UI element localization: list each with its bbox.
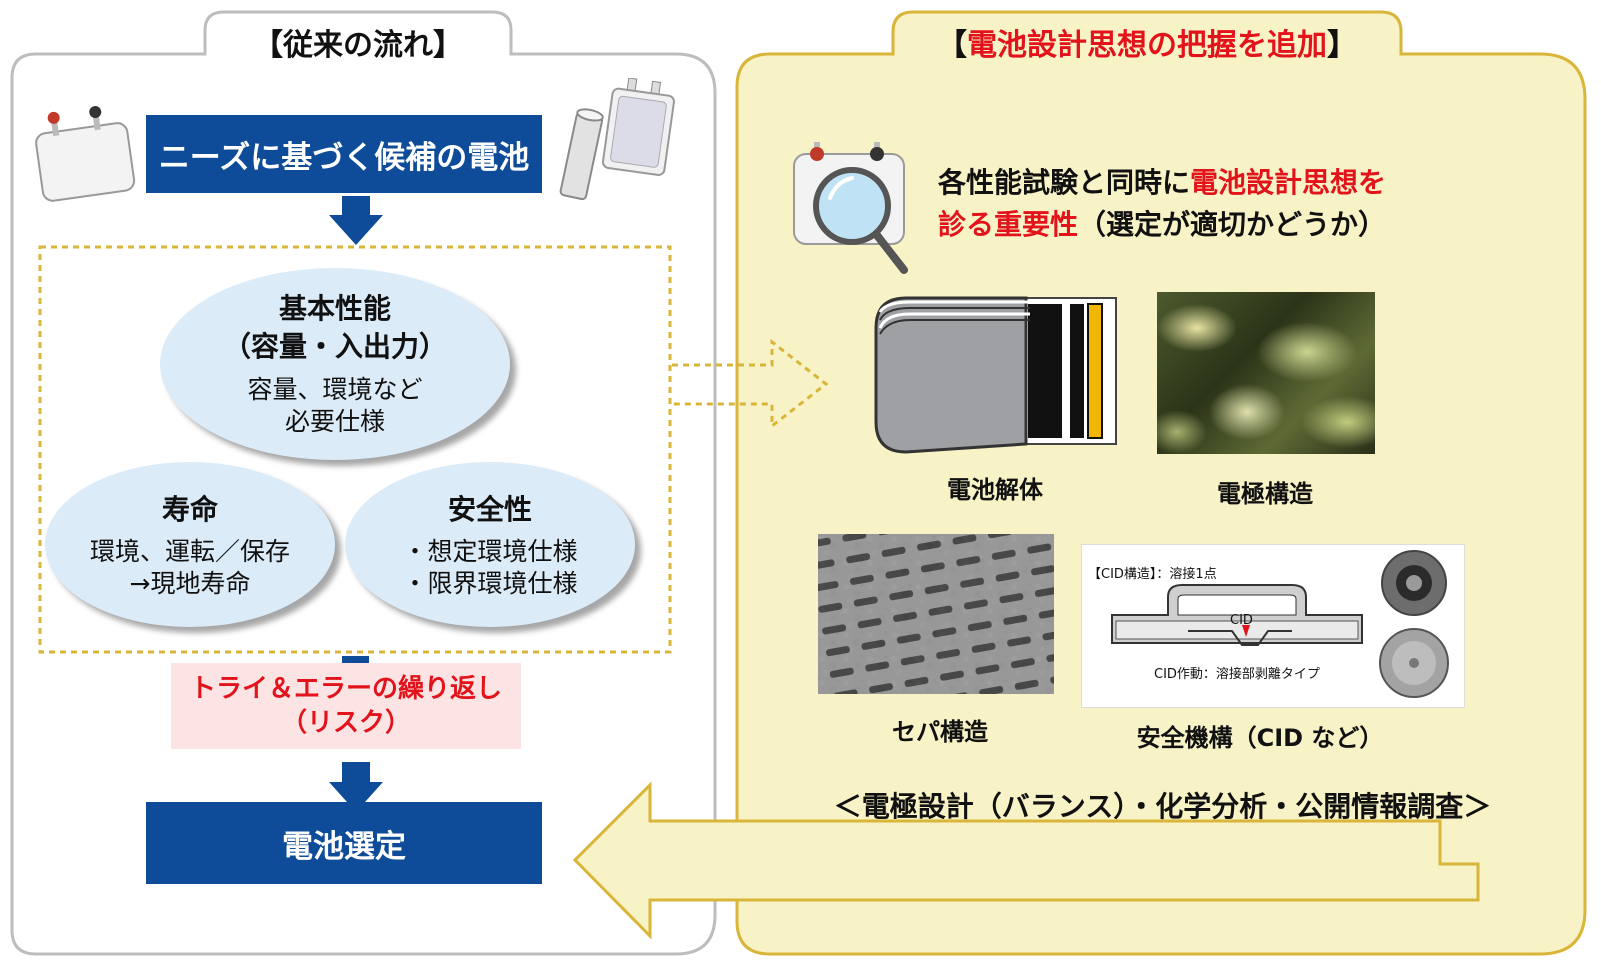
pouch-cell-icon: [602, 78, 675, 176]
right-title-open: 【: [937, 28, 967, 63]
caption-separator: セパ構造: [892, 718, 988, 746]
cid-action: CID作動：溶接部剥離タイプ: [1154, 667, 1320, 682]
intro-2b: （選定が適切かどうか）: [1078, 208, 1387, 241]
right-title-close: 】: [1327, 28, 1357, 63]
battery-selection-box: 電池選定: [146, 802, 542, 884]
basic-desc-2: 必要仕様: [284, 407, 385, 436]
trial-line-1: トライ＆エラーの繰り返し: [189, 674, 502, 704]
analysis-footer: ＜電極設計（バランス）・化学分析・公開情報調査＞: [833, 790, 1492, 823]
trial-error-box: トライ＆エラーの繰り返し （リスク）: [171, 663, 521, 749]
battery-disassembly-image: [874, 296, 1117, 454]
dotted-flow-arrow: [672, 338, 829, 430]
return-arrow: [572, 781, 1480, 940]
down-arrow-3: [329, 762, 383, 812]
battery-magnifier-icon: [793, 142, 908, 274]
life-desc-1: 環境、運転／保存: [89, 536, 290, 566]
intro-text: 各性能試験と同時に電池設計思想を 診る重要性（選定が適切かどうか）: [938, 162, 1538, 246]
life-title: 寿命: [161, 492, 218, 526]
life-desc-2: →現地寿命: [129, 568, 251, 598]
cylindrical-cell-icon: [559, 108, 604, 201]
down-arrow-1: [329, 196, 383, 245]
right-panel-title: 【電池設計思想の把握を追加】: [893, 22, 1401, 63]
intro-2a: 診る重要性: [938, 208, 1079, 241]
safety-desc-1: ・想定環境仕様: [402, 536, 578, 566]
safety-desc-2: ・限界環境仕様: [402, 568, 578, 598]
candidate-battery-box: ニーズに基づく候補の電池: [146, 115, 542, 193]
basic-desc-1: 容量、環境など: [247, 375, 423, 404]
trial-line-2: （リスク）: [280, 708, 411, 738]
caption-disassembly: 電池解体: [947, 476, 1043, 504]
electrode-structure-image: [1157, 292, 1375, 454]
life-ellipse: 寿命 環境、運転／保存 →現地寿命: [45, 462, 335, 627]
battery-pack-icon: [35, 106, 136, 202]
intro-1b: 電池設計思想を: [1190, 166, 1387, 199]
cid-label: CID: [1230, 613, 1253, 628]
left-panel-title: 【従来の流れ】: [253, 28, 463, 63]
right-panel-frame: [735, 10, 1587, 956]
cid-structure-image: 【CID構造】：溶接1点 CID CID作動：溶接部剥離タイプ: [1081, 544, 1465, 708]
safety-title: 安全性: [447, 492, 532, 526]
safety-ellipse: 安全性 ・想定環境仕様 ・限界環境仕様: [345, 462, 635, 627]
intro-1a: 各性能試験と同時に: [938, 166, 1191, 199]
cid-header: 【CID構造】：溶接1点: [1088, 567, 1217, 582]
basic-title-1: 基本性能: [278, 292, 391, 325]
basic-title-2: （容量・入出力）: [222, 330, 447, 363]
right-title-main: 電池設計思想の把握を追加: [967, 28, 1327, 63]
caption-electrode: 電極構造: [1217, 480, 1313, 508]
separator-structure-image: [818, 534, 1054, 694]
caption-safety-mechanism: 安全機構（CID など）: [1136, 724, 1384, 752]
basic-performance-ellipse: 基本性能 （容量・入出力） 容量、環境など 必要仕様: [160, 268, 510, 460]
